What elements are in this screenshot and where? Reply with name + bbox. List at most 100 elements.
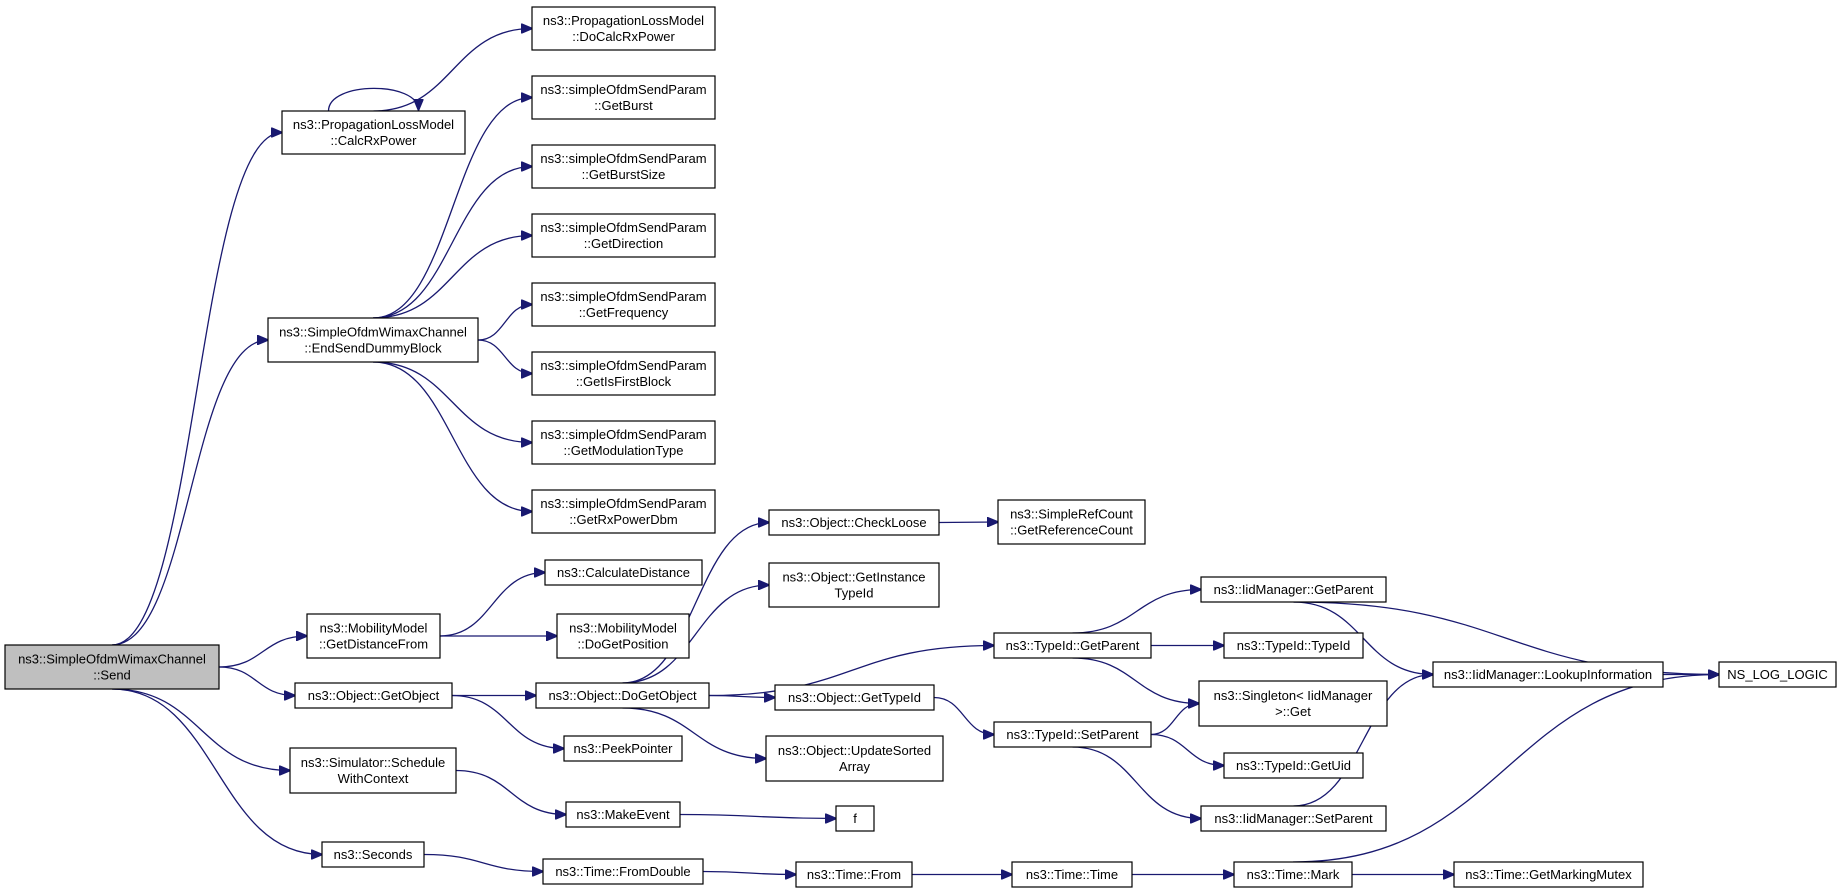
node-getReferenceCount[interactable]: ns3::SimpleRefCount::GetReferenceCount <box>997 499 1146 545</box>
edge-endSendDummyBlock-to-getModulationType <box>372 361 532 443</box>
node-box <box>306 613 441 659</box>
node-label: ns3::simpleOfdmSendParam <box>540 151 706 166</box>
node-label: ns3::IidManager::SetParent <box>1214 811 1373 826</box>
node-label: ns3::simpleOfdmSendParam <box>540 496 706 511</box>
node-label: ns3::Time::Mark <box>1247 867 1340 882</box>
node-f[interactable]: f <box>835 805 875 832</box>
node-box <box>281 110 466 155</box>
node-timeMark[interactable]: ns3::Time::Mark <box>1233 861 1353 888</box>
node-label: ns3::Time::From <box>807 867 901 882</box>
node-label: WithContext <box>338 771 409 786</box>
node-getFrequency[interactable]: ns3::simpleOfdmSendParam::GetFrequency <box>531 282 716 327</box>
edge-typeIdSetParent-to-getUid <box>1150 733 1224 766</box>
edge-endSendDummyBlock-to-getIsFirstBlock <box>477 339 532 374</box>
node-label: ns3::Object::GetTypeId <box>788 690 921 705</box>
node-label: ::GetBurst <box>594 98 653 113</box>
node-label: f <box>853 811 857 826</box>
node-label: ns3::simpleOfdmSendParam <box>540 358 706 373</box>
node-lookupInformation[interactable]: ns3::IidManager::LookupInformation <box>1432 661 1664 688</box>
node-label: ns3::Object::UpdateSorted <box>778 743 931 758</box>
node-label: ns3::Time::Time <box>1026 867 1118 882</box>
node-label: ::GetModulationType <box>564 443 684 458</box>
node-box <box>997 499 1146 545</box>
node-box <box>1233 861 1353 888</box>
node-label: ::GetIsFirstBlock <box>576 374 672 389</box>
node-label: ns3::MakeEvent <box>576 807 670 822</box>
node-box <box>1453 861 1644 888</box>
node-label: ns3::Object::GetInstance <box>782 570 925 585</box>
node-box <box>321 841 425 868</box>
node-doGetPosition[interactable]: ns3::MobilityModel::DoGetPosition <box>556 613 690 659</box>
node-box <box>531 6 716 51</box>
node-endSendDummyBlock[interactable]: ns3::SimpleOfdmWimaxChannel::EndSendDumm… <box>267 317 479 363</box>
node-iidGetParent[interactable]: ns3::IidManager::GetParent <box>1200 576 1387 603</box>
edge-endSendDummyBlock-to-getRxPowerDbm <box>372 361 532 512</box>
node-label: ns3::simpleOfdmSendParam <box>540 220 706 235</box>
node-label: ns3::TypeId::SetParent <box>1006 727 1139 742</box>
node-makeEvent[interactable]: ns3::MakeEvent <box>565 801 681 828</box>
node-objGetTypeId[interactable]: ns3::Object::GetTypeId <box>774 684 935 711</box>
node-iidSetParent[interactable]: ns3::IidManager::SetParent <box>1200 805 1387 832</box>
edge-doGetObject-to-updateSortedArray <box>622 707 767 759</box>
node-timeTime[interactable]: ns3::Time::Time <box>1011 861 1133 888</box>
node-box <box>565 801 681 828</box>
node-timeFrom[interactable]: ns3::Time::From <box>795 861 913 888</box>
edge-endSendDummyBlock-to-getDirection <box>372 236 532 319</box>
node-seconds[interactable]: ns3::Seconds <box>321 841 425 868</box>
node-getDistanceFrom[interactable]: ns3::MobilityModel::GetDistanceFrom <box>306 613 441 659</box>
nodes-layer: ns3::SimpleOfdmWimaxChannel::Send ns3::Pr… <box>4 6 1837 888</box>
node-label: ::GetDirection <box>584 236 663 251</box>
node-nsLogLogic[interactable]: NS_LOG_LOGIC <box>1718 661 1837 688</box>
node-label: ns3::simpleOfdmSendParam <box>540 289 706 304</box>
node-box <box>768 509 940 536</box>
node-typeIdSetParent[interactable]: ns3::TypeId::SetParent <box>993 721 1152 748</box>
node-getBurst[interactable]: ns3::simpleOfdmSendParam::GetBurst <box>531 75 716 120</box>
edge-typeIdGetParent-to-singletonGet <box>1072 657 1200 704</box>
node-getIsFirstBlock[interactable]: ns3::simpleOfdmSendParam::GetIsFirstBloc… <box>531 351 716 396</box>
node-label: ns3::IidManager::GetParent <box>1214 582 1374 597</box>
node-box <box>531 282 716 327</box>
node-box <box>1200 576 1387 603</box>
node-box <box>531 351 716 396</box>
node-box <box>531 420 716 465</box>
edge-send-to-scheduleWithContext <box>111 688 290 771</box>
node-doCalcRxPower[interactable]: ns3::PropagationLossModel::DoCalcRxPower <box>531 6 716 51</box>
node-doGetObject[interactable]: ns3::Object::DoGetObject <box>535 682 710 709</box>
edge-doGetObject-to-typeIdGetParent <box>708 646 994 697</box>
node-send[interactable]: ns3::SimpleOfdmWimaxChannel::Send <box>4 644 220 690</box>
node-getUid[interactable]: ns3::TypeId::GetUid <box>1223 752 1364 779</box>
node-label: ns3::PeekPointer <box>573 741 673 756</box>
node-peekPointer[interactable]: ns3::PeekPointer <box>563 735 683 762</box>
node-label: ::DoCalcRxPower <box>572 29 675 44</box>
node-box <box>1223 752 1364 779</box>
node-getBurstSize[interactable]: ns3::simpleOfdmSendParam::GetBurstSize <box>531 144 716 189</box>
node-getMarkingMutex[interactable]: ns3::Time::GetMarkingMutex <box>1453 861 1644 888</box>
node-box <box>768 562 940 608</box>
node-singletonGet[interactable]: ns3::Singleton< IidManager>::Get <box>1198 680 1388 727</box>
node-box <box>531 75 716 120</box>
node-getModulationType[interactable]: ns3::simpleOfdmSendParam::GetModulationT… <box>531 420 716 465</box>
node-checkLoose[interactable]: ns3::Object::CheckLoose <box>768 509 940 536</box>
node-getDirection[interactable]: ns3::simpleOfdmSendParam::GetDirection <box>531 213 716 258</box>
node-box <box>556 613 690 659</box>
edge-endSendDummyBlock-to-getBurstSize <box>372 167 532 319</box>
node-getObject[interactable]: ns3::Object::GetObject <box>294 682 453 709</box>
node-box <box>1011 861 1133 888</box>
node-label: ns3::TypeId::TypeId <box>1237 638 1350 653</box>
node-calcRxPower[interactable]: ns3::PropagationLossModel::CalcRxPower <box>281 110 466 155</box>
node-calculateDistance[interactable]: ns3::CalculateDistance <box>544 559 703 586</box>
node-box <box>774 684 935 711</box>
node-fromDouble[interactable]: ns3::Time::FromDouble <box>542 858 704 885</box>
node-label: NS_LOG_LOGIC <box>1727 667 1827 682</box>
node-box <box>4 644 220 690</box>
node-label: ns3::SimpleOfdmWimaxChannel <box>279 325 467 340</box>
edges-layer <box>111 29 1719 875</box>
node-getRxPowerDbm[interactable]: ns3::simpleOfdmSendParam::GetRxPowerDbm <box>531 489 716 534</box>
edge-send-to-calcRxPower <box>111 133 282 646</box>
node-typeIdTypeId[interactable]: ns3::TypeId::TypeId <box>1223 632 1364 659</box>
node-typeIdGetParent[interactable]: ns3::TypeId::GetParent <box>993 632 1152 659</box>
